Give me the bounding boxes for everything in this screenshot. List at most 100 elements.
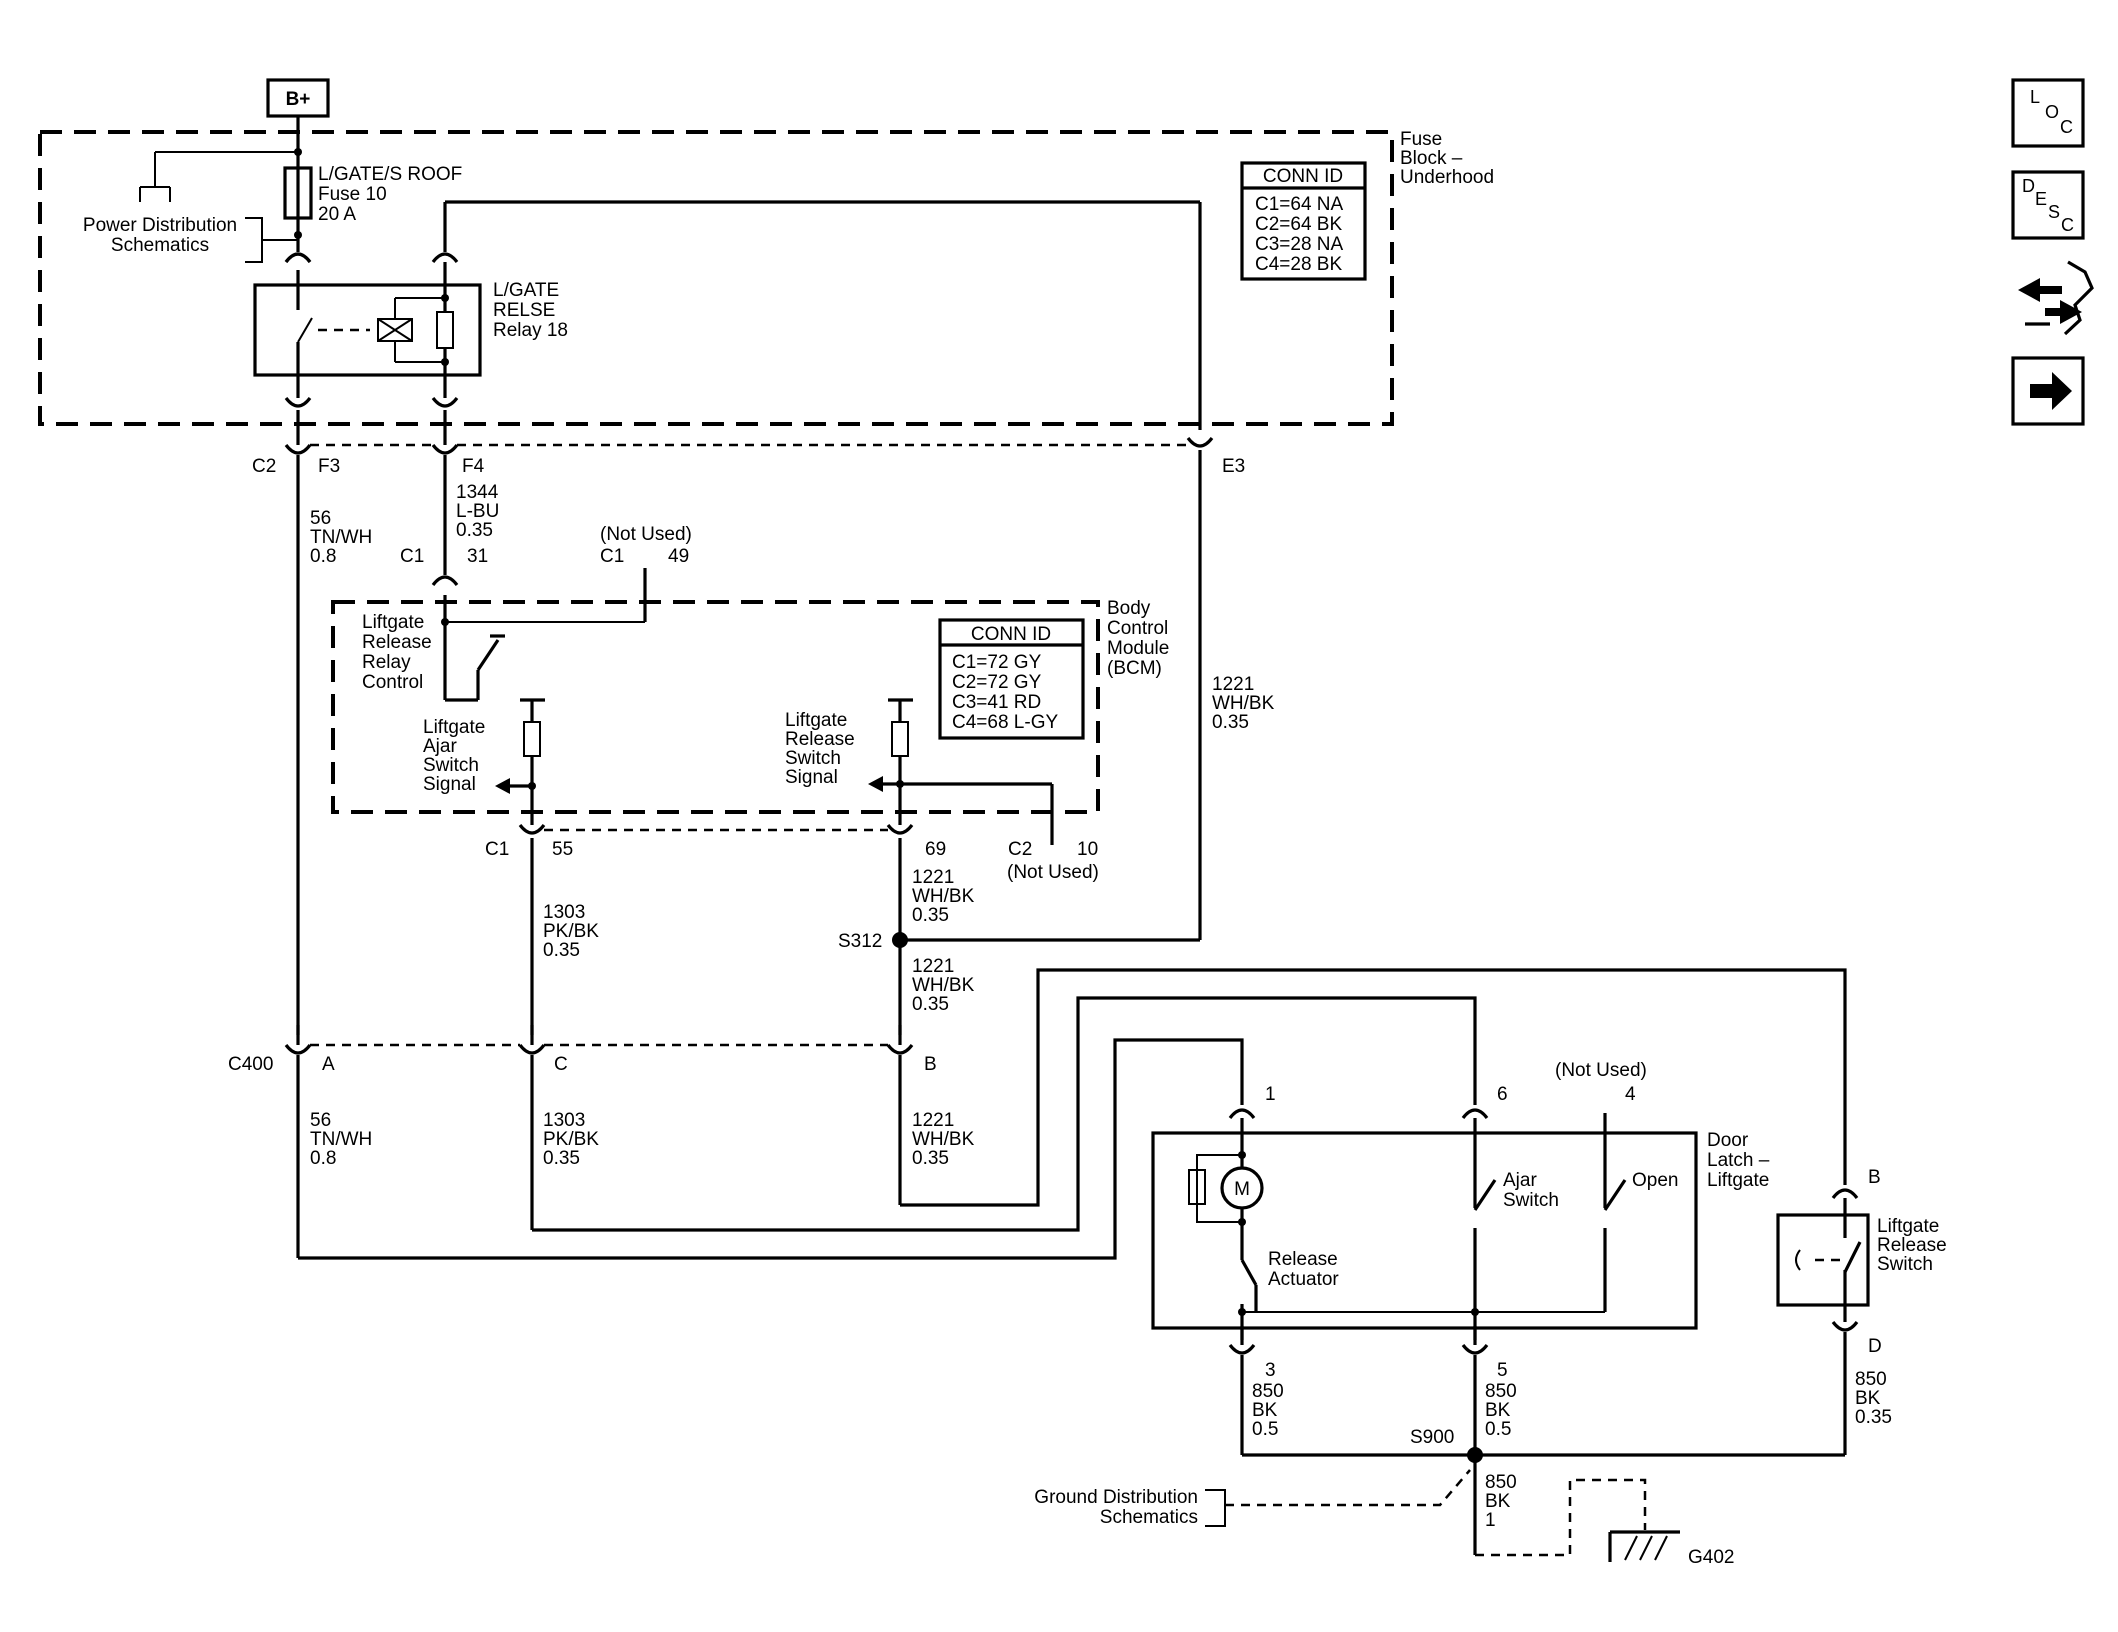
svg-text:F3: F3 bbox=[318, 456, 340, 477]
svg-text:C2=72 GY: C2=72 GY bbox=[952, 672, 1042, 693]
bcm-boundary bbox=[331, 600, 1100, 814]
latch-pin-3: 3 bbox=[1265, 1360, 1276, 1381]
svg-text:D: D bbox=[2022, 176, 2035, 196]
bcm-conn-c1-55: C1 bbox=[485, 839, 509, 860]
loc-button[interactable]: L O C bbox=[2011, 78, 2085, 148]
lgate-relse-relay bbox=[253, 283, 482, 377]
wire-1221-label-a: 1221 WH/BK 0.35 bbox=[912, 867, 975, 926]
wire-1221-label-c: 1221 WH/BK 0.35 bbox=[912, 1110, 975, 1169]
svg-text:Block –: Block – bbox=[1400, 148, 1463, 169]
svg-text:0.35: 0.35 bbox=[1855, 1407, 1892, 1428]
svg-text:Schematics: Schematics bbox=[1100, 1507, 1198, 1528]
door-latch-liftgate bbox=[1151, 1131, 1698, 1330]
svg-text:1221: 1221 bbox=[1212, 674, 1254, 695]
svg-text:Fuse: Fuse bbox=[1400, 129, 1442, 150]
svg-text:A: A bbox=[322, 1054, 335, 1075]
svg-text:1303: 1303 bbox=[543, 1110, 585, 1131]
svg-text:C3=41 RD: C3=41 RD bbox=[952, 692, 1041, 713]
svg-text:TN/WH: TN/WH bbox=[310, 527, 372, 548]
svg-text:Liftgate: Liftgate bbox=[1707, 1170, 1769, 1191]
svg-text:WH/BK: WH/BK bbox=[912, 975, 975, 996]
svg-text:PK/BK: PK/BK bbox=[543, 1129, 599, 1150]
svg-text:0.35: 0.35 bbox=[456, 520, 493, 541]
power-dist-ref: Power Distribution Schematics bbox=[83, 215, 298, 263]
svg-text:Release: Release bbox=[785, 729, 855, 750]
svg-text:Latch –: Latch – bbox=[1707, 1150, 1770, 1171]
fuse-block-label: Fuse Block – Underhood bbox=[1400, 129, 1494, 188]
svg-text:0.35: 0.35 bbox=[912, 1148, 949, 1169]
svg-text:Ajar: Ajar bbox=[423, 736, 457, 757]
splice-s900 bbox=[1467, 1447, 1483, 1463]
svg-text:(BCM): (BCM) bbox=[1107, 658, 1162, 679]
latch-pin-4: 4 bbox=[1625, 1084, 1636, 1105]
wire-1344-label: 1344 L-BU 0.35 bbox=[456, 482, 499, 541]
bcm-conn-id: CONN ID C1=72 GY C2=72 GY C3=41 RD C4=68… bbox=[938, 618, 1085, 740]
svg-text:L/GATE: L/GATE bbox=[493, 280, 559, 301]
g402-ground-path bbox=[1475, 1478, 1647, 1557]
relay-label: L/GATE RELSE Relay 18 bbox=[493, 280, 568, 341]
wire-850-d-label: 850 BK 0.35 bbox=[1855, 1369, 1892, 1428]
svg-text:Release: Release bbox=[362, 632, 432, 653]
svg-text:Liftgate: Liftgate bbox=[362, 612, 424, 633]
wire-1303-label-a: 1303 PK/BK 0.35 bbox=[543, 902, 599, 961]
svg-text:Control: Control bbox=[362, 672, 423, 693]
ground-dist-ref: Ground Distribution Schematics bbox=[1034, 1469, 1471, 1528]
svg-text:C2: C2 bbox=[252, 456, 276, 477]
svg-text:850: 850 bbox=[1855, 1369, 1887, 1390]
svg-text:1221: 1221 bbox=[912, 867, 954, 888]
svg-text:Release: Release bbox=[1268, 1249, 1338, 1270]
svg-text:L/GATE/S ROOF: L/GATE/S ROOF bbox=[318, 164, 462, 185]
svg-text:Liftgate: Liftgate bbox=[423, 717, 485, 738]
svg-text:WH/BK: WH/BK bbox=[912, 886, 975, 907]
svg-text:0.35: 0.35 bbox=[543, 1148, 580, 1169]
svg-text:BK: BK bbox=[1252, 1400, 1278, 1421]
arrow-right-icon bbox=[2030, 372, 2072, 410]
bcm-conn-c2: C2 bbox=[1008, 839, 1032, 860]
svg-text:Power Distribution: Power Distribution bbox=[83, 215, 237, 236]
svg-text:Ajar: Ajar bbox=[1503, 1170, 1537, 1191]
svg-text:Switch: Switch bbox=[1877, 1254, 1933, 1275]
svg-text:1221: 1221 bbox=[912, 956, 954, 977]
fuse-block-pins: C2 F3 F4 E3 bbox=[252, 456, 1245, 477]
svg-text:Body: Body bbox=[1107, 598, 1151, 619]
wire-850-5-label: 850 BK 0.5 bbox=[1485, 1381, 1517, 1440]
svg-text:C4=68 L-GY: C4=68 L-GY bbox=[952, 712, 1058, 733]
svg-text:1303: 1303 bbox=[543, 902, 585, 923]
svg-text:CONN ID: CONN ID bbox=[971, 624, 1051, 645]
svg-text:Actuator: Actuator bbox=[1268, 1269, 1339, 1290]
svg-text:Liftgate: Liftgate bbox=[785, 710, 847, 731]
fuse-label: L/GATE/S ROOF Fuse 10 20 A bbox=[318, 164, 462, 225]
svg-text:BK: BK bbox=[1485, 1400, 1511, 1421]
svg-text:RELSE: RELSE bbox=[493, 300, 555, 321]
wire-1221-label-b: 1221 WH/BK 0.35 bbox=[912, 956, 975, 1015]
release-signal-label: Liftgate Release Switch Signal bbox=[785, 710, 855, 788]
release-switch-label: Liftgate Release Switch bbox=[1877, 1216, 1947, 1275]
svg-text:0.8: 0.8 bbox=[310, 546, 336, 567]
svg-text:C2=64 BK: C2=64 BK bbox=[1255, 214, 1342, 235]
wire-850-3-label: 850 BK 0.5 bbox=[1252, 1381, 1284, 1440]
svg-text:C4=28 BK: C4=28 BK bbox=[1255, 254, 1342, 275]
svg-text:1344: 1344 bbox=[456, 482, 499, 503]
splice-s312-label: S312 bbox=[838, 931, 882, 952]
svg-text:Switch: Switch bbox=[785, 748, 841, 769]
svg-text:S: S bbox=[2048, 202, 2060, 222]
svg-text:L: L bbox=[2030, 87, 2040, 107]
bcm-pin-10: 10 bbox=[1077, 839, 1098, 860]
wire-56-label: 56 TN/WH 0.8 bbox=[310, 508, 372, 567]
svg-text:Control: Control bbox=[1107, 618, 1168, 639]
desc-button[interactable]: D E S C bbox=[2011, 170, 2085, 240]
svg-text:Signal: Signal bbox=[423, 774, 476, 795]
bcm-pin-10-note: (Not Used) bbox=[1007, 862, 1099, 883]
svg-text:B: B bbox=[924, 1054, 937, 1075]
bcm-label: Body Control Module (BCM) bbox=[1107, 598, 1169, 679]
svg-text:Relay: Relay bbox=[362, 652, 411, 673]
connector-pinout-icon[interactable] bbox=[2018, 260, 2094, 336]
svg-text:E: E bbox=[2035, 189, 2047, 209]
svg-text:L-BU: L-BU bbox=[456, 501, 499, 522]
next-page-button[interactable] bbox=[2011, 356, 2085, 426]
svg-text:0.35: 0.35 bbox=[912, 994, 949, 1015]
svg-text:0.8: 0.8 bbox=[310, 1148, 336, 1169]
svg-text:0.5: 0.5 bbox=[1252, 1419, 1278, 1440]
ajar-switch-label: Ajar Switch bbox=[1503, 1170, 1559, 1211]
